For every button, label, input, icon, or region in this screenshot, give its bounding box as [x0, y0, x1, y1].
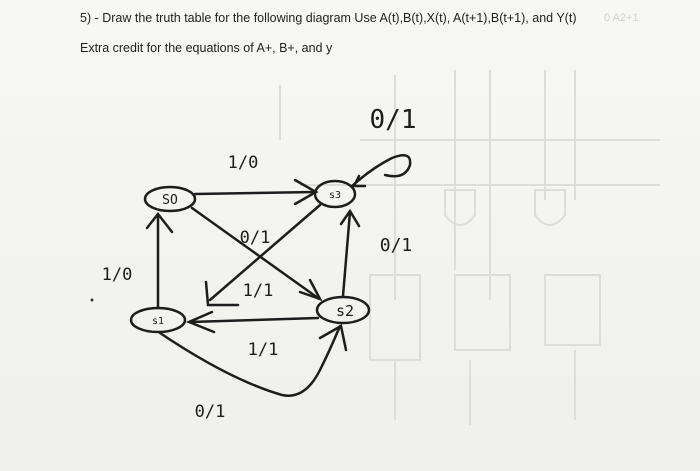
arrowhead-s3-to-s1: [204, 280, 240, 307]
question-text: 5) - Draw the truth table for the follow…: [80, 11, 577, 25]
edge-s0-to-s3: [193, 190, 317, 196]
edge-s3-to-s1: [208, 203, 322, 302]
label-s3-self-loop: 0/1: [370, 105, 417, 135]
extra-credit-text: Extra credit for the equations of A+, B+…: [80, 41, 333, 55]
arrowhead-s2-to-s1: [185, 310, 216, 334]
label-s3-to-s1: 1/1: [243, 281, 274, 301]
state-s1-label: s1: [152, 316, 164, 327]
arrowhead-s0-to-s2: [298, 278, 323, 302]
edge-s3-to-s2: [341, 210, 352, 298]
edge-s1-to-s2: [158, 324, 342, 397]
arrowhead-s3-self-loop: [351, 174, 367, 188]
arrowhead-s1-to-s0: [145, 211, 174, 234]
background-circuit: [279, 70, 660, 425]
edge-s3-self-loop: [350, 153, 412, 188]
arrowhead-s3-to-s2: [339, 208, 361, 228]
ghost-bleedthrough-text: 0 A2+1: [604, 12, 639, 24]
label-s1-to-s0: 1/0: [102, 265, 133, 285]
label-s1-to-s2: 0/1: [195, 402, 226, 422]
label-s0-to-s2: 0/1: [240, 228, 271, 248]
label-s2-to-s1: 1/1: [248, 340, 279, 360]
state-s1: s1: [129, 306, 187, 334]
edge-s2-to-s1: [188, 316, 320, 324]
state-s0: SO: [143, 185, 197, 213]
state-s2-label: s2: [336, 302, 354, 320]
label-s3-to-s2: 0/1: [380, 235, 413, 256]
state-s2: s2: [315, 295, 371, 325]
edge-s0-to-s2: [190, 206, 320, 300]
arrowhead-s0-to-s3: [293, 178, 319, 206]
stray-dot: [90, 298, 94, 302]
arrowhead-s1-to-s2: [318, 324, 348, 352]
label-s0-to-s3: 1/0: [228, 153, 259, 173]
state-s3-label: s3: [329, 190, 341, 201]
state-s0-label: SO: [162, 193, 178, 208]
